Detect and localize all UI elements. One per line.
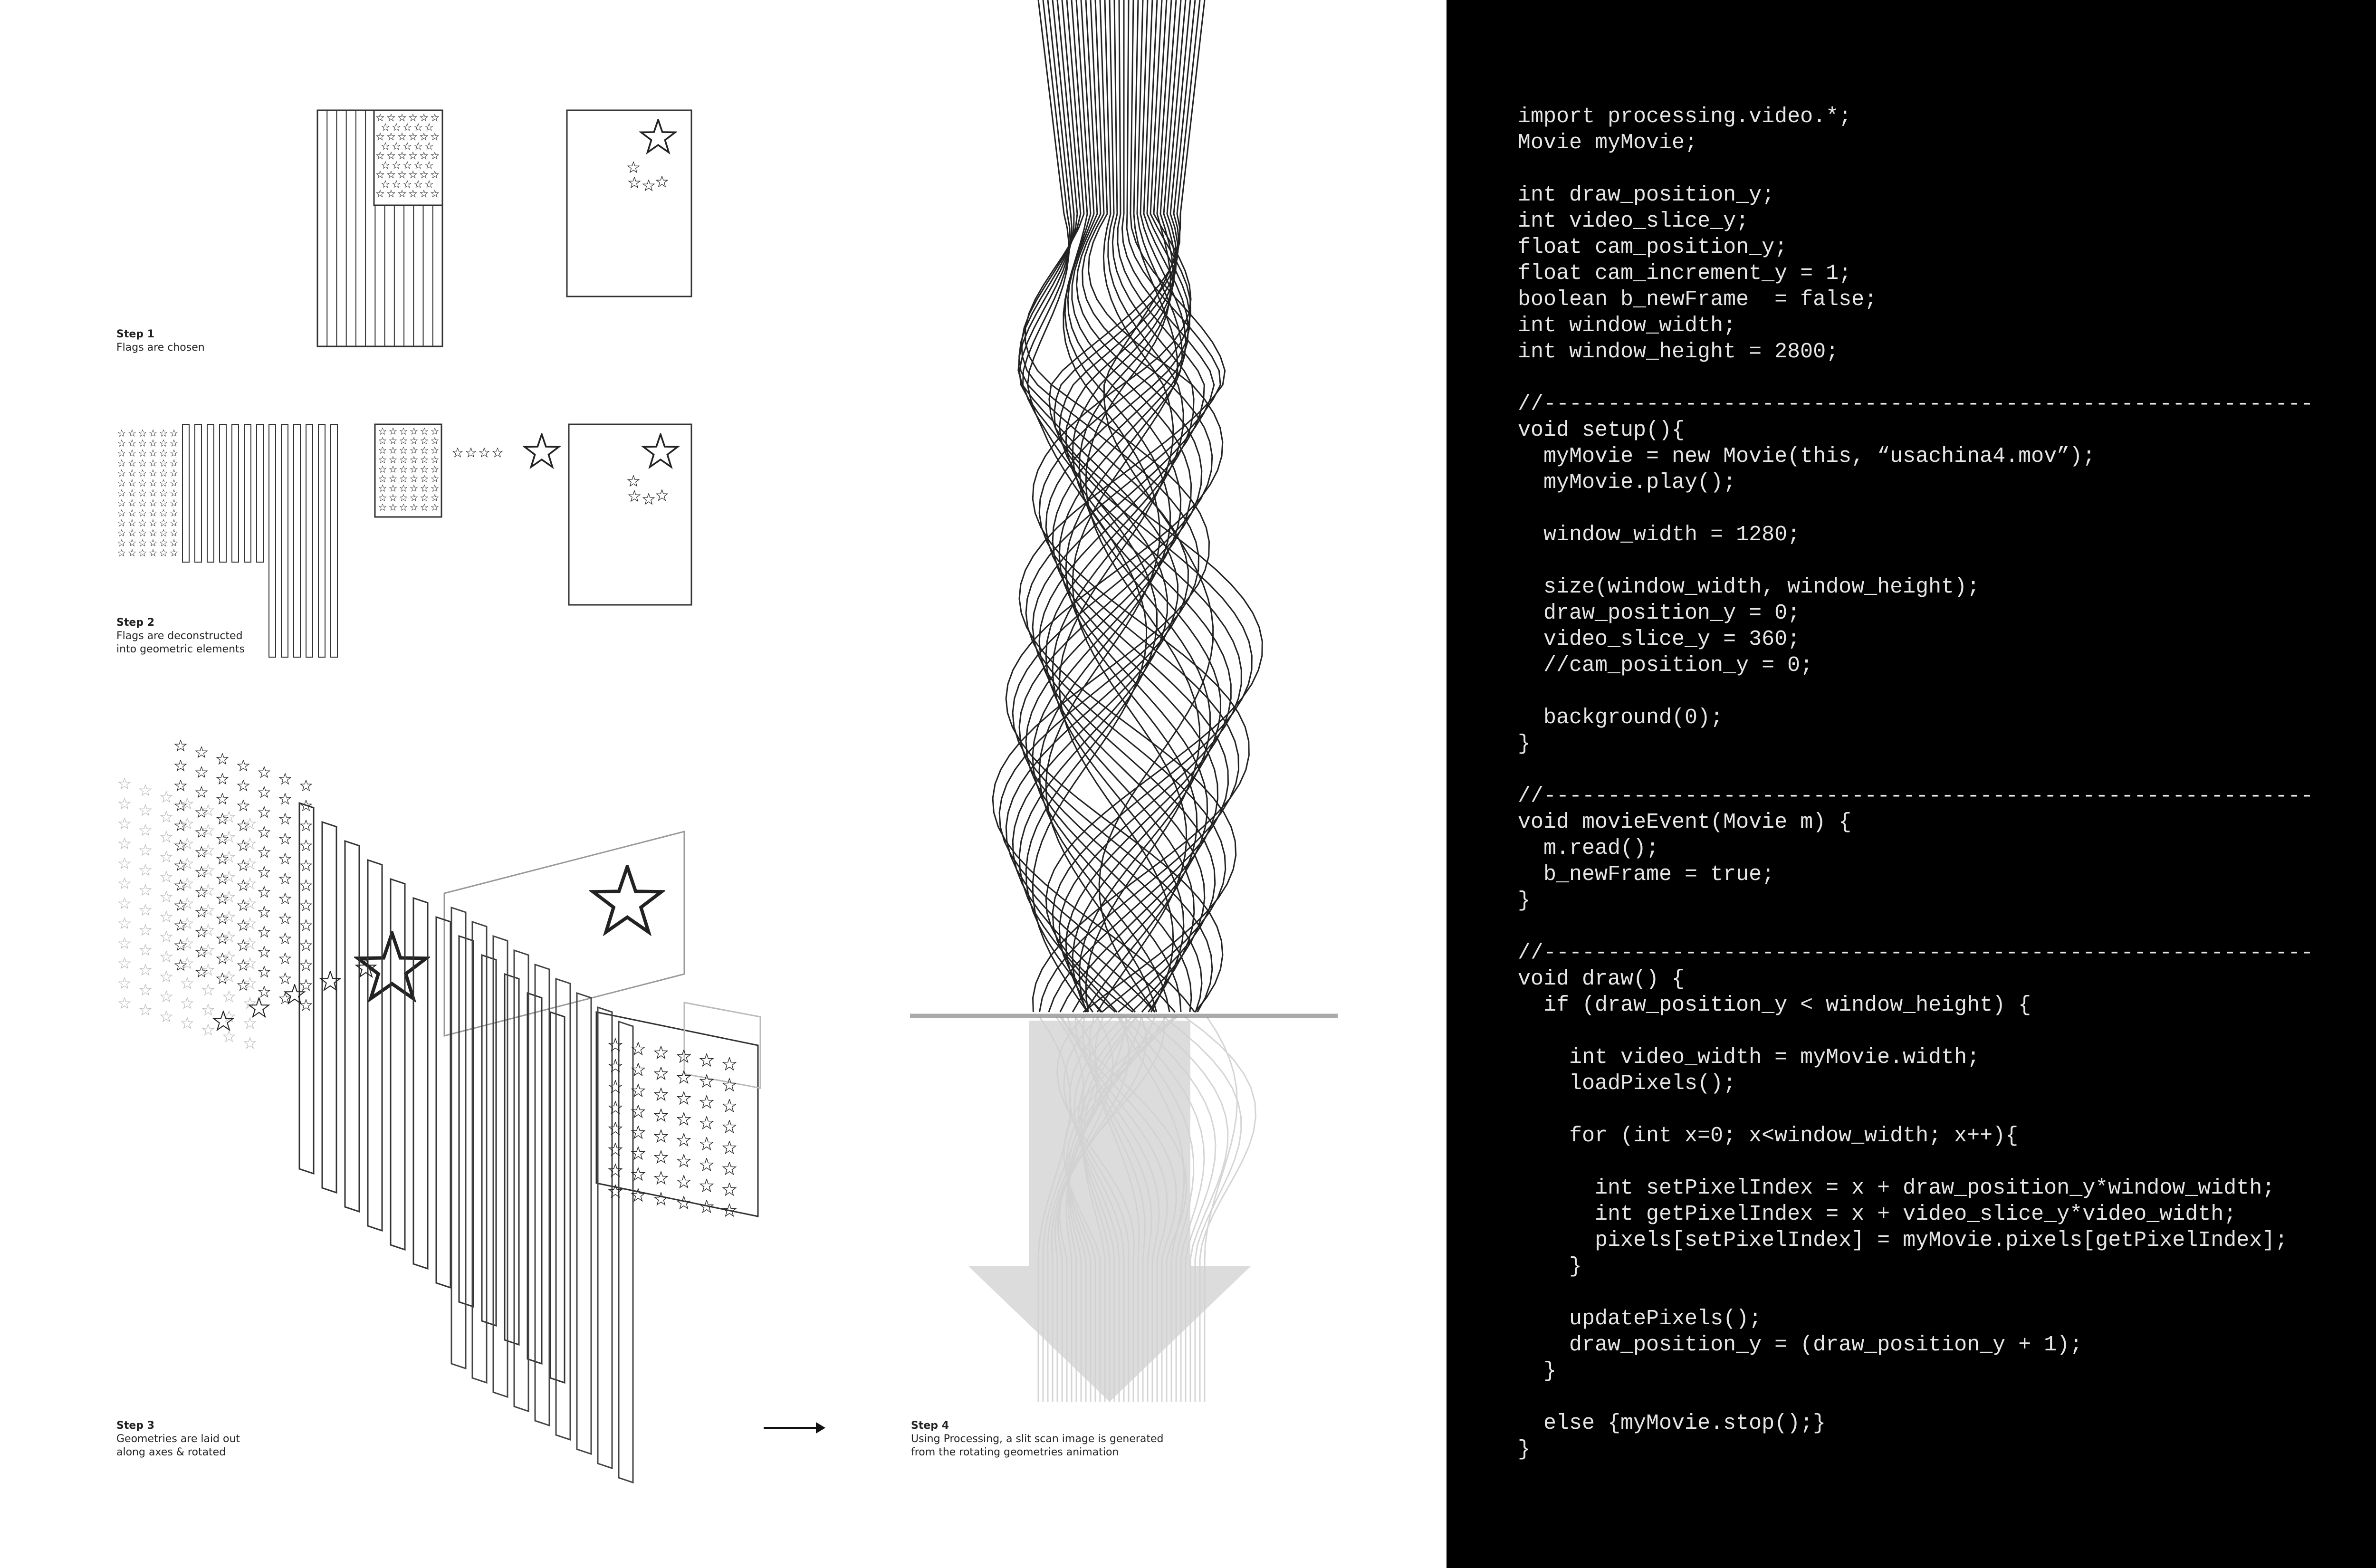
step-2-caption: Step 2 Flags are deconstructed into geom… — [116, 616, 245, 656]
code-line: video_slice_y = 360; — [1518, 627, 1801, 651]
code-line: else {myMovie.stop();} — [1518, 1411, 1826, 1435]
code-line — [1518, 548, 2313, 574]
code-line: } — [1518, 732, 1531, 756]
us-flag — [316, 109, 443, 347]
code-line — [1518, 914, 2313, 940]
code-line — [1518, 1384, 2313, 1410]
code-line: } — [1518, 889, 1531, 913]
rotated-geometries — [118, 740, 761, 1484]
code-line: if (draw_position_y < window_height) { — [1518, 993, 2031, 1017]
code-line — [1518, 156, 2313, 182]
step-title: Step 4 — [911, 1420, 949, 1432]
code-line: int window_width; — [1518, 314, 1736, 338]
code-line: myMovie.play(); — [1518, 470, 1736, 495]
code-line — [1518, 1018, 2313, 1044]
code-line: //--------------------------------------… — [1518, 392, 2314, 416]
deconstructed-elements — [118, 423, 692, 658]
code-line: loadPixels(); — [1518, 1071, 1736, 1096]
processing-code: import processing.video.*;Movie myMovie;… — [1518, 104, 2313, 1463]
code-line: } — [1518, 1359, 1557, 1383]
code-line: void setup(){ — [1518, 418, 1685, 442]
step-description: along axes & rotated — [116, 1446, 226, 1458]
code-line: int draw_position_y; — [1518, 183, 1775, 207]
code-line: m.read(); — [1518, 836, 1659, 860]
china-flag — [566, 109, 692, 297]
code-line: myMovie = new Movie(this, “usachina4.mov… — [1518, 444, 2096, 468]
code-line: for (int x=0; x<window_width; x++){ — [1518, 1124, 2019, 1148]
code-line: draw_position_y = (draw_position_y + 1); — [1518, 1333, 2083, 1357]
step-description: Flags are chosen — [116, 342, 205, 354]
code-line: import processing.video.*; — [1518, 105, 1852, 129]
step-title: Step 2 — [116, 617, 154, 629]
code-line: void draw() { — [1518, 967, 1685, 991]
step-4-caption: Step 4 Using Processing, a slit scan ima… — [911, 1419, 1164, 1459]
code-line — [1518, 679, 2313, 705]
code-line: boolean b_newFrame = false; — [1518, 287, 1878, 312]
code-line: int video_width = myMovie.width; — [1518, 1045, 1980, 1070]
code-line: int setPixelIndex = x + draw_position_y*… — [1518, 1176, 2275, 1200]
step-3-caption: Step 3 Geometries are laid out along axe… — [116, 1419, 240, 1459]
code-line: //--------------------------------------… — [1518, 784, 2314, 808]
diagram-canvas — [118, 0, 1338, 1484]
code-line: int video_slice_y; — [1518, 209, 1749, 233]
code-line — [1518, 757, 2313, 783]
step-1-caption: Step 1 Flags are chosen — [116, 328, 205, 354]
step-title: Step 1 — [116, 328, 154, 340]
step-description: Flags are deconstructed — [116, 630, 243, 642]
code-line: } — [1518, 1437, 1531, 1462]
code-line — [1518, 1280, 2313, 1306]
code-line: updatePixels(); — [1518, 1307, 1762, 1331]
step-description: from the rotating geometries animation — [911, 1446, 1119, 1458]
code-line: } — [1518, 1254, 1582, 1279]
down-arrow-icon — [968, 1021, 1251, 1402]
code-line: background(0); — [1518, 706, 1724, 730]
code-line: void movieEvent(Movie m) { — [1518, 810, 1852, 834]
code-line: size(window_width, window_height); — [1518, 575, 1980, 599]
code-line — [1518, 365, 2313, 391]
right-arrow-icon — [764, 1422, 825, 1434]
code-line: window_width = 1280; — [1518, 523, 1801, 547]
code-line — [1518, 1097, 2313, 1123]
step-description: Geometries are laid out — [116, 1433, 240, 1445]
code-line: int getPixelIndex = x + video_slice_y*vi… — [1518, 1202, 2237, 1226]
code-line — [1518, 1149, 2313, 1175]
code-line: int window_height = 2800; — [1518, 340, 1839, 364]
code-line: pixels[setPixelIndex] = myMovie.pixels[g… — [1518, 1228, 2288, 1252]
code-line: //cam_position_y = 0; — [1518, 653, 1813, 678]
code-line: //--------------------------------------… — [1518, 941, 2314, 965]
step-title: Step 3 — [116, 1420, 154, 1432]
code-line: float cam_increment_y = 1; — [1518, 261, 1852, 286]
code-line: draw_position_y = 0; — [1518, 601, 1801, 625]
code-line: b_newFrame = true; — [1518, 862, 1775, 887]
code-line: float cam_position_y; — [1518, 235, 1788, 259]
step-description: into geometric elements — [116, 643, 245, 655]
step-description: Using Processing, a slit scan image is g… — [911, 1433, 1164, 1445]
code-panel: import processing.video.*;Movie myMovie;… — [1447, 0, 2376, 1568]
code-line: Movie myMovie; — [1518, 131, 1698, 155]
slit-scan-image — [910, 0, 1338, 1402]
code-line — [1518, 496, 2313, 522]
